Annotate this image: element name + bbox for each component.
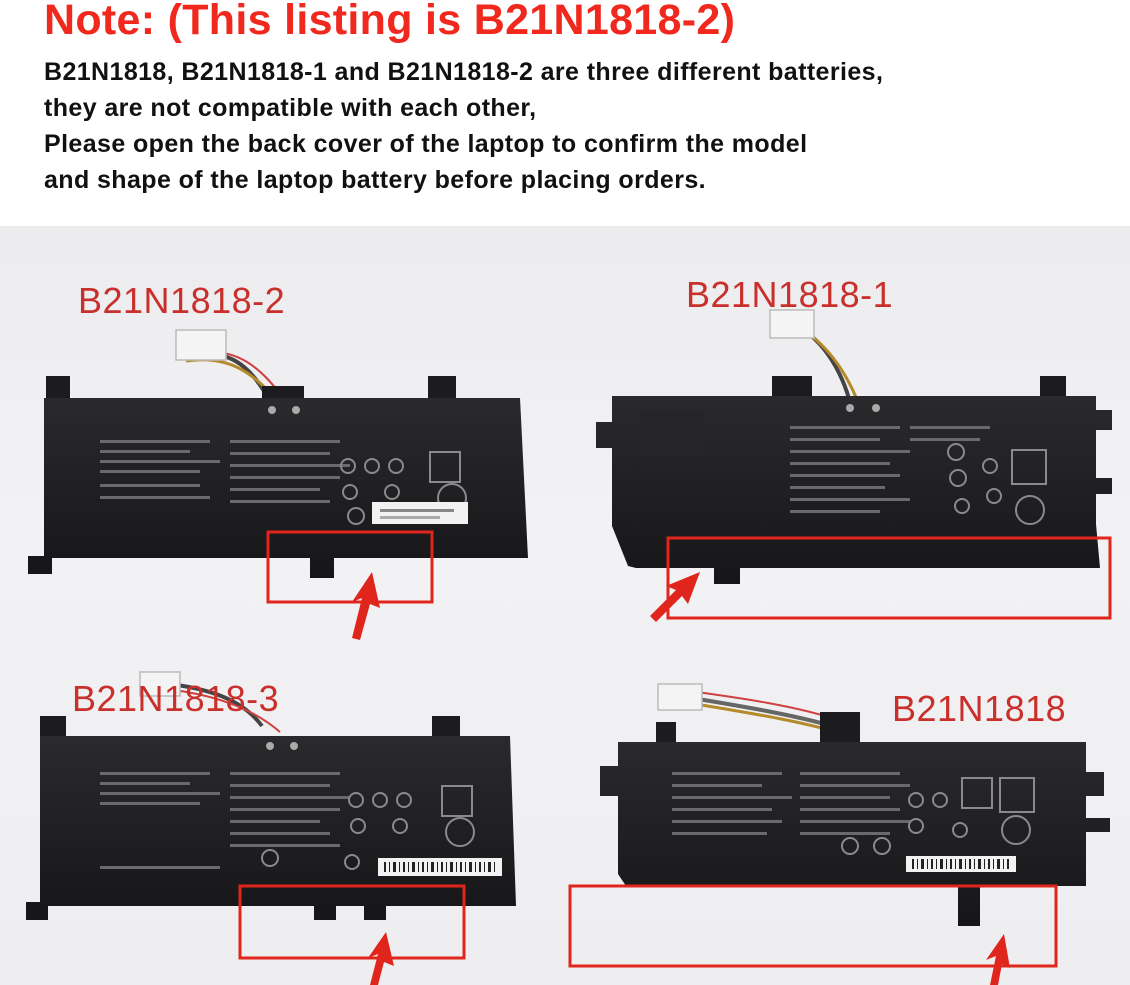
highlight-box — [266, 530, 434, 604]
battery-image-b21n1818-3 — [26, 671, 516, 985]
model-label-b21n1818: B21N1818 — [892, 688, 1067, 729]
highlight-box — [568, 884, 1058, 968]
pointer-arrow-icon — [368, 932, 394, 985]
pointer-arrow-icon — [650, 572, 700, 622]
model-label-b21n1818-2: B21N1818-2 — [78, 280, 286, 321]
pointer-arrow-icon — [352, 572, 380, 640]
highlight-box — [666, 536, 1112, 620]
battery-image-b21n1818-1 — [596, 309, 1112, 622]
battery-illustration — [26, 309, 1112, 985]
model-label-b21n1818-3: B21N1818-3 — [72, 678, 280, 719]
note-title: Note: (This listing is B21N1818-2) — [44, 0, 736, 44]
highlight-box — [238, 884, 466, 960]
battery-comparison-photo: B21N1818-2 B21N1818-1 B21N1818-3 B21N181… — [0, 226, 1130, 985]
model-label-b21n1818-1: B21N1818-1 — [686, 274, 894, 315]
note-line-4: and shape of the laptop battery before p… — [44, 166, 706, 194]
note-line-1: B21N1818, B21N1818-1 and B21N1818-2 are … — [44, 58, 884, 86]
note-line-2: they are not compatible with each other, — [44, 94, 537, 122]
note-header: Note: (This listing is B21N1818-2) B21N1… — [0, 0, 1130, 215]
note-line-3: Please open the back cover of the laptop… — [44, 130, 808, 158]
battery-image-b21n1818-2 — [28, 329, 528, 640]
battery-image-b21n1818 — [568, 683, 1110, 985]
pointer-arrow-icon — [986, 934, 1010, 985]
